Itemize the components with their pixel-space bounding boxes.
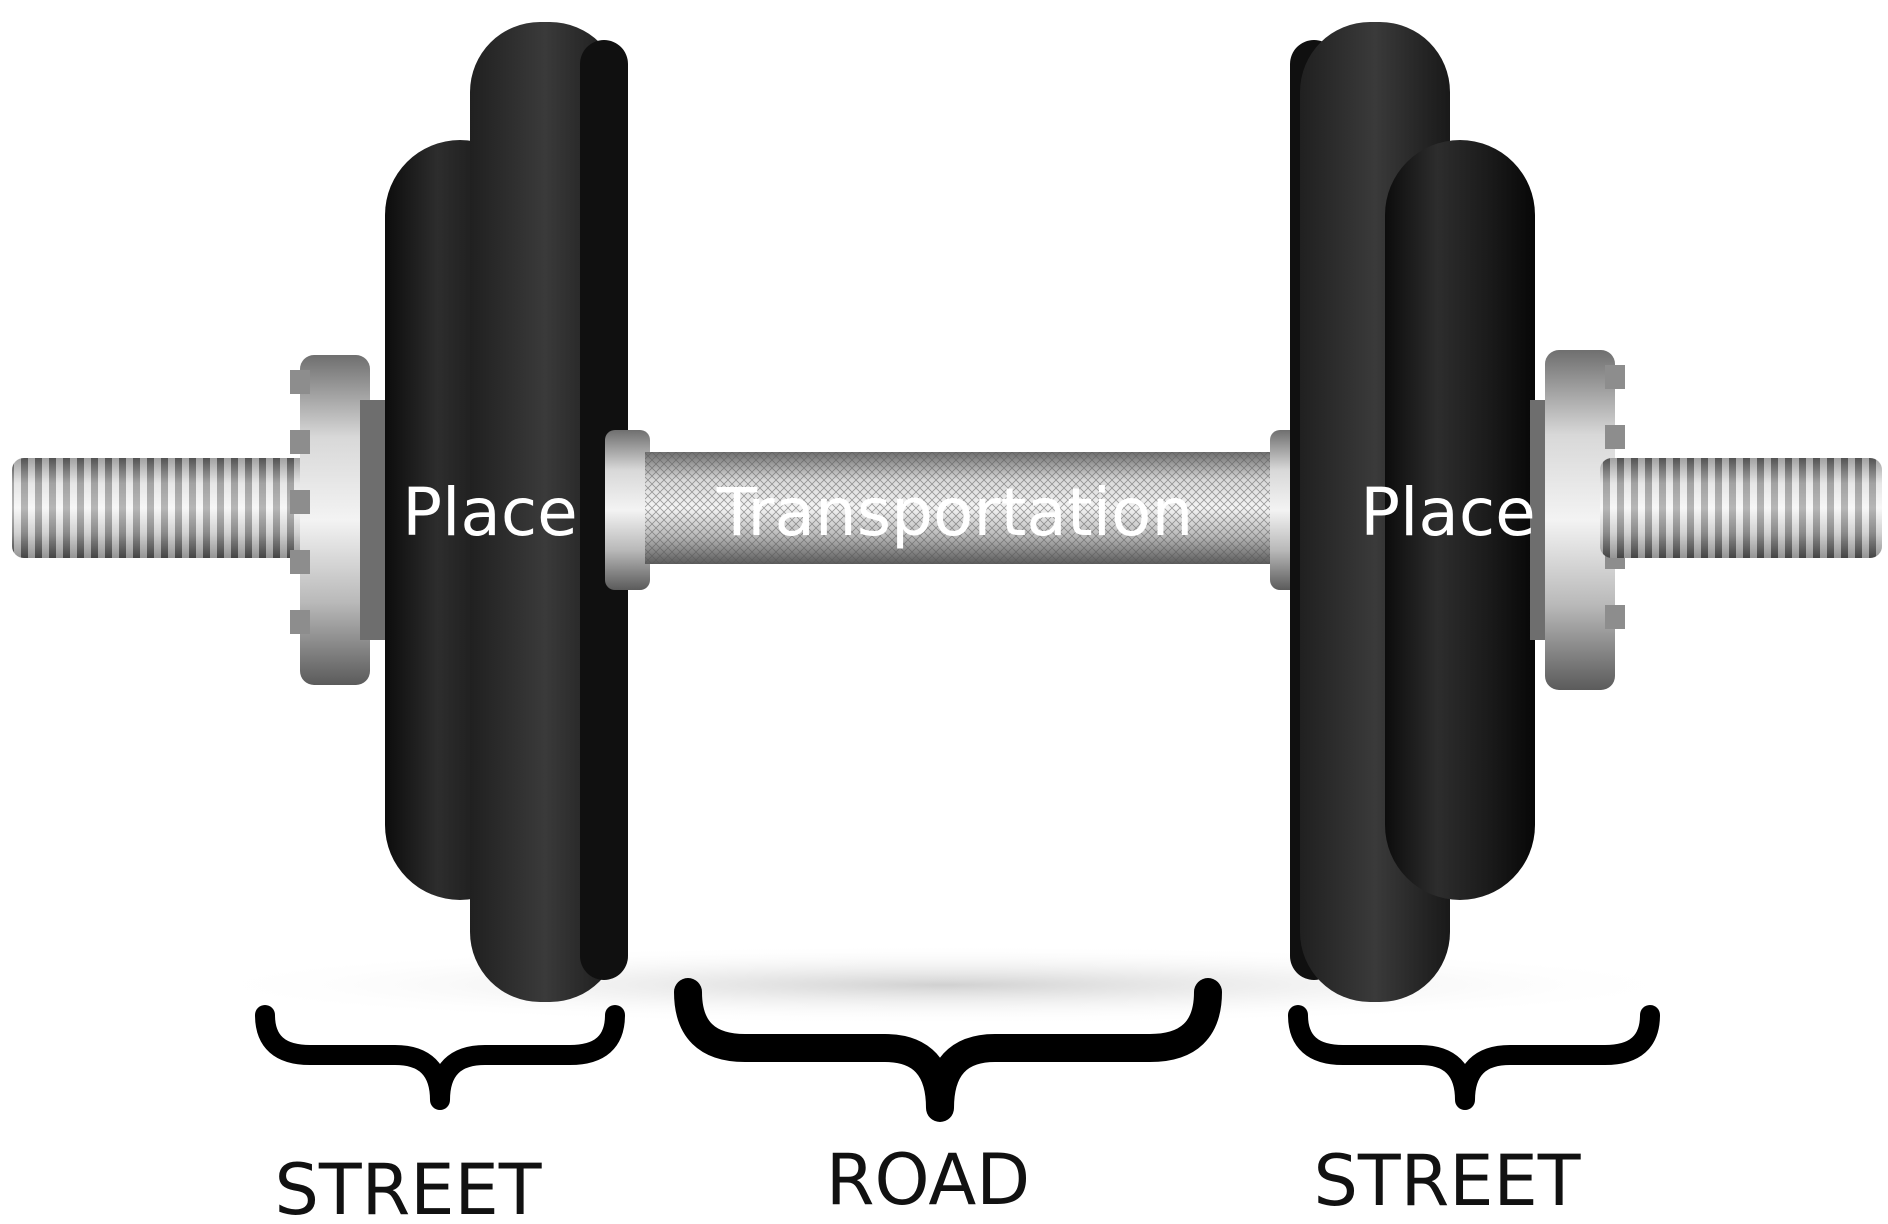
left-brace	[265, 1015, 615, 1100]
right-plate-label: Place	[1360, 474, 1535, 551]
left-inner-sleeve	[605, 430, 650, 590]
left-collar	[290, 355, 388, 685]
floor-shadow	[184, 945, 1704, 1025]
left-threaded-end	[12, 458, 312, 558]
center-brace-label: ROAD	[826, 1139, 1030, 1221]
bar-label: Transportation	[716, 474, 1194, 551]
right-threaded-end	[1600, 458, 1882, 558]
right-brace-label: STREET	[1313, 1140, 1580, 1222]
right-brace	[1298, 1015, 1650, 1100]
left-plate-label: Place	[402, 474, 577, 551]
left-brace-label: STREET	[274, 1149, 541, 1224]
